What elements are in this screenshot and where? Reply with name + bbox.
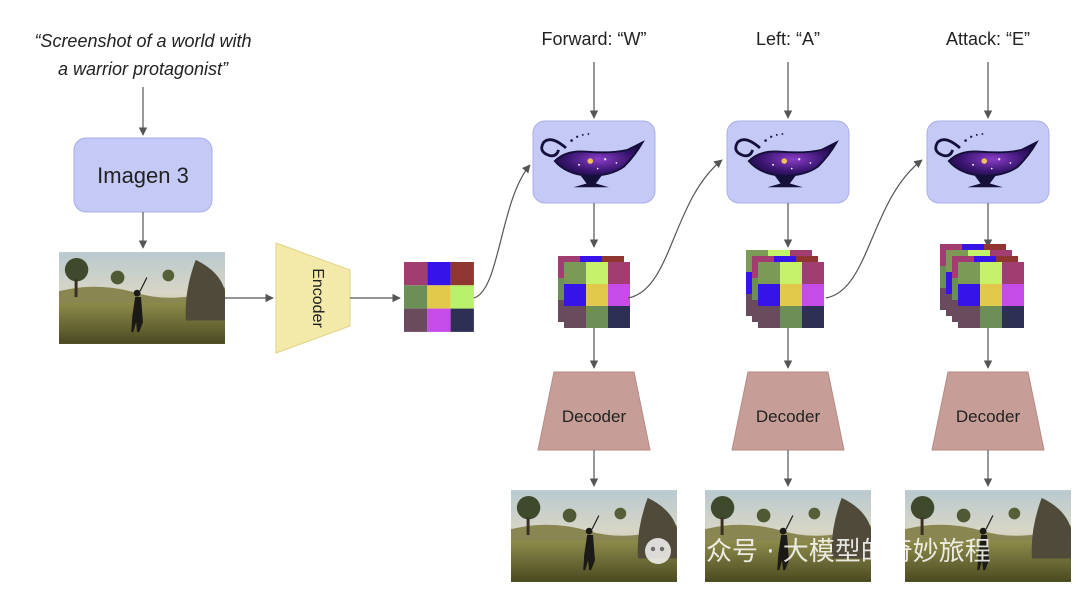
decoder-label: Decoder	[756, 407, 821, 426]
latent-cell	[802, 284, 824, 306]
imagen-label: Imagen 3	[97, 163, 189, 188]
latent-cell	[780, 306, 802, 328]
latent-cell	[586, 262, 608, 284]
latent-cell	[1002, 284, 1024, 306]
latent-frame-front	[758, 262, 824, 328]
latent-cell	[450, 262, 474, 286]
action-label: Left: “A”	[756, 29, 820, 49]
decoder-label: Decoder	[562, 407, 627, 426]
latent-cell	[564, 306, 586, 328]
latent-cell	[958, 262, 980, 284]
imagen-box: Imagen 3	[73, 137, 213, 213]
latent-cell	[980, 284, 1002, 306]
latent-cell	[780, 284, 802, 306]
latent-cell	[404, 308, 428, 332]
latent-cell	[802, 306, 824, 328]
action-label: Attack: “E”	[946, 29, 1030, 49]
prompt-line-2: a warrior protagonist”	[58, 59, 229, 79]
latent-cell	[980, 262, 1002, 284]
latent-cell	[758, 306, 780, 328]
output-game-frame	[705, 490, 871, 582]
latent-cell	[980, 306, 1002, 328]
step-forward: Forward: “W” Decoder	[511, 29, 677, 582]
encoder-block: Encoder	[275, 242, 351, 354]
decoder-block	[931, 371, 1045, 451]
latent-frame-front	[958, 262, 1024, 328]
latent-grid	[404, 262, 474, 332]
decoder-block	[537, 371, 651, 451]
latent-cell	[780, 262, 802, 284]
initial-game-frame	[59, 252, 225, 344]
latent-cell	[427, 285, 451, 309]
step-attack: Attack: “E” Decoder	[905, 29, 1071, 582]
decoder-block	[731, 371, 845, 451]
latent-cell	[802, 262, 824, 284]
latent-cell	[1002, 306, 1024, 328]
watermark: 公众号 · 大模型的奇妙旅程	[645, 537, 991, 567]
latent-cell	[404, 285, 428, 309]
prompt-line-1: “Screenshot of a world with	[34, 31, 251, 51]
latent-cell	[608, 284, 630, 306]
latent-cell	[1002, 262, 1024, 284]
latent-cell	[427, 262, 451, 286]
latent-cell	[758, 262, 780, 284]
latent-frame-front	[564, 262, 630, 328]
output-game-frame	[905, 490, 1071, 582]
encoder-label: Encoder	[309, 268, 326, 328]
latent-cell	[958, 284, 980, 306]
decoder-label: Decoder	[956, 407, 1021, 426]
latent-grid-initial	[404, 262, 474, 332]
latent-cell	[608, 262, 630, 284]
latent-cell	[608, 306, 630, 328]
latent-cell	[450, 285, 474, 309]
output-game-frame	[511, 490, 677, 582]
latent-cell	[564, 284, 586, 306]
latent-cell	[758, 284, 780, 306]
action-label: Forward: “W”	[542, 29, 647, 49]
latent-cell	[564, 262, 586, 284]
latent-cell	[958, 306, 980, 328]
latent-cell	[586, 306, 608, 328]
latent-cell	[404, 262, 428, 286]
watermark-text: 公众号 · 大模型的奇妙旅程	[680, 537, 991, 567]
latent-cell	[450, 308, 474, 332]
step-left: Left: “A” Decoder	[705, 29, 871, 582]
latent-cell	[586, 284, 608, 306]
latent-cell	[427, 308, 451, 332]
